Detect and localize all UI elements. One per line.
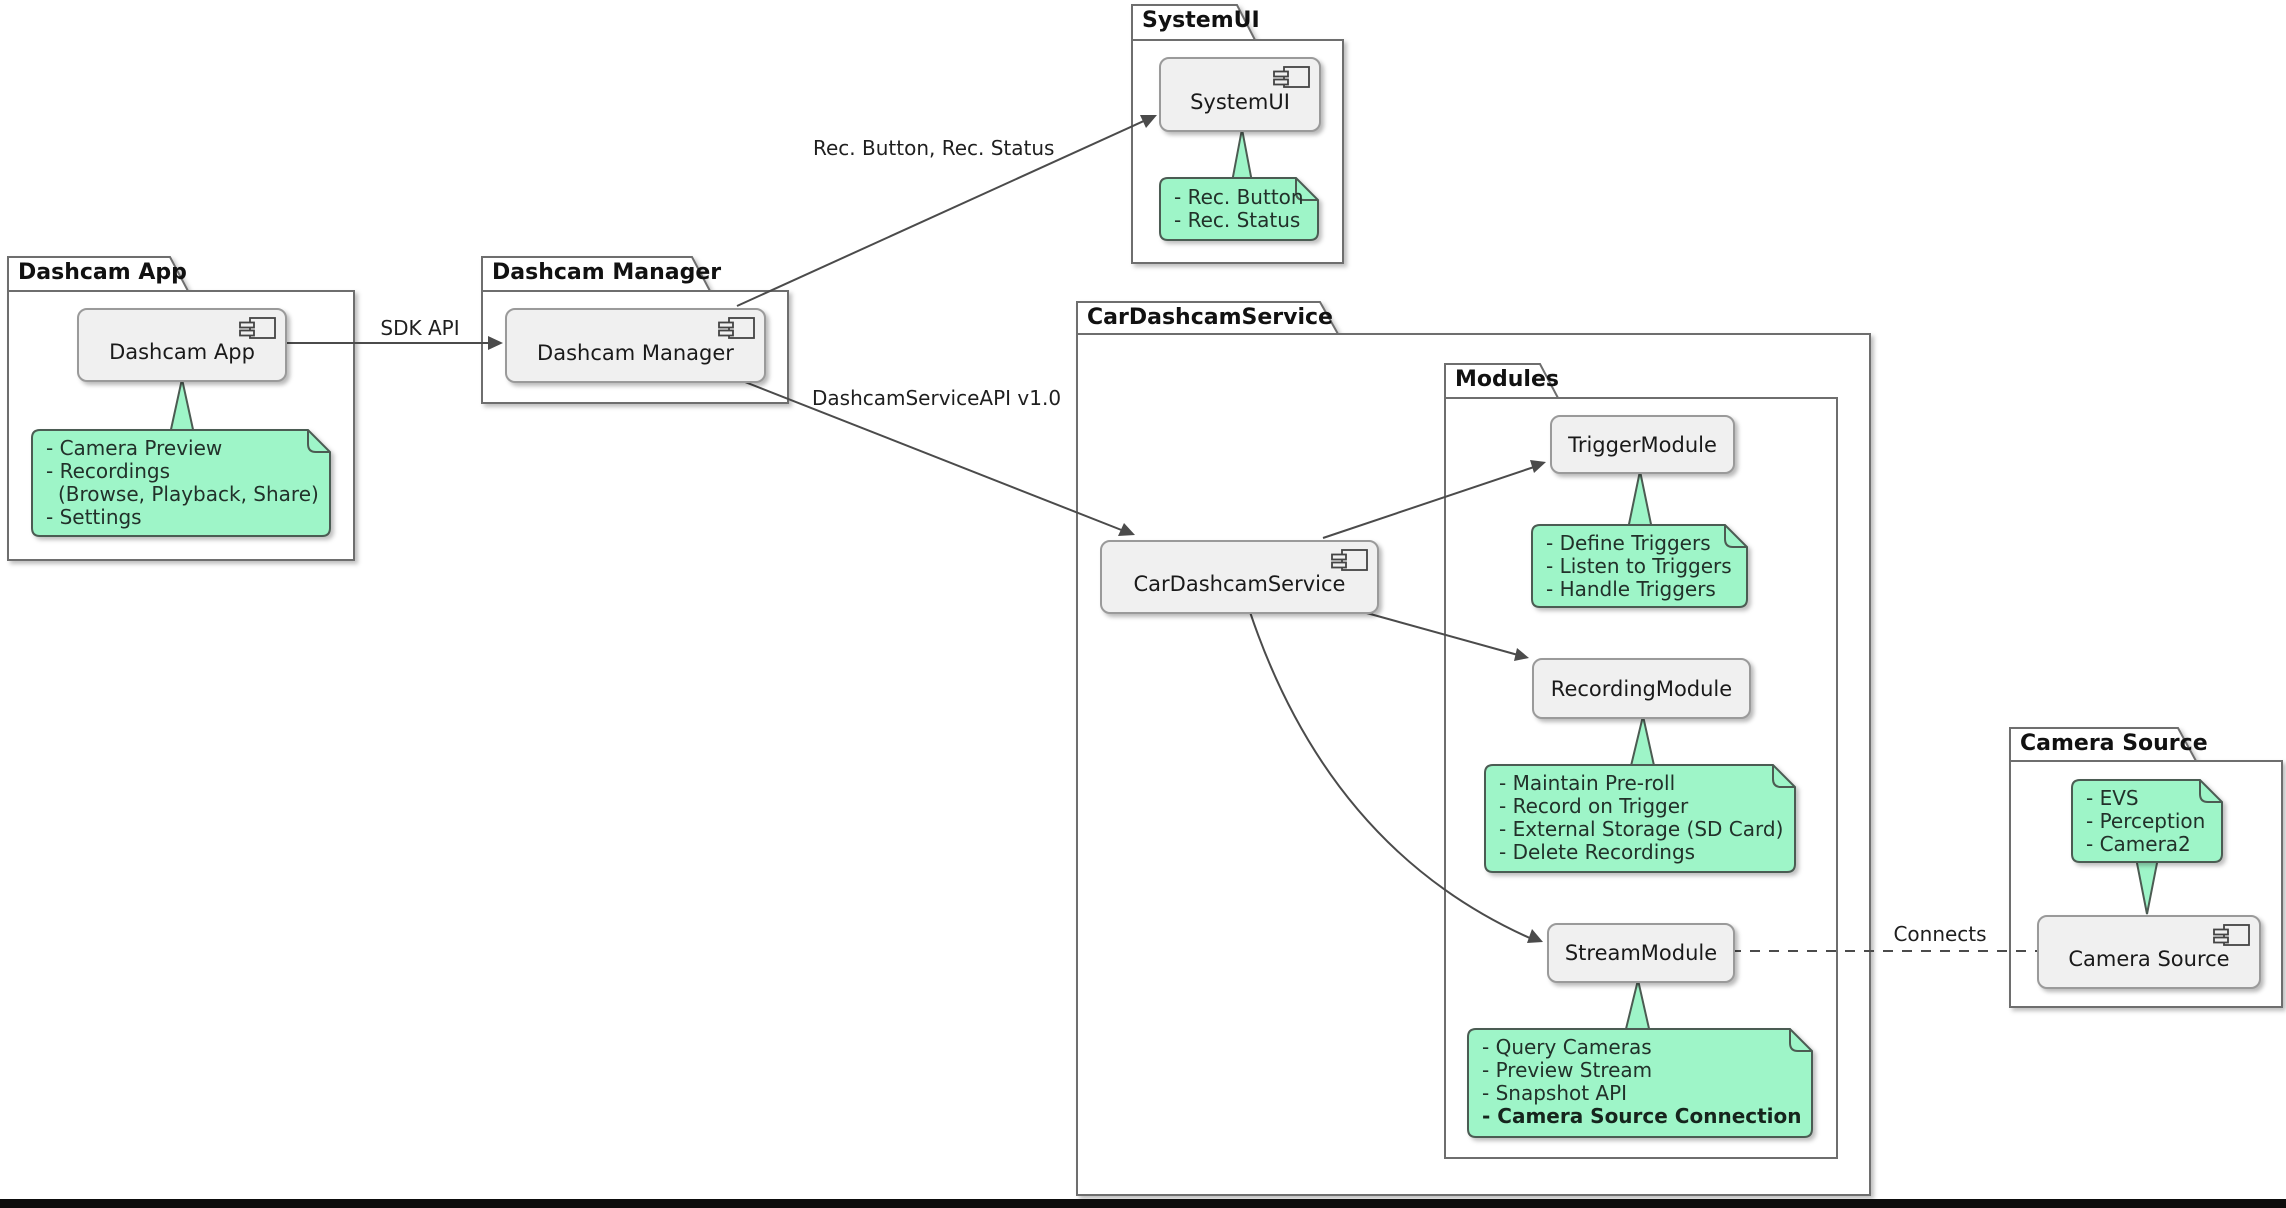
edge-label-rec-button-status: Rec. Button, Rec. Status [813,136,1055,160]
note-line: - Settings [46,505,142,529]
note-stream [1467,1028,1813,1138]
note-fold-icon [307,430,330,453]
note-text-camera-source: - EVS - Perception - Camera2 [2086,787,2205,856]
note-fold-icon [1789,1029,1812,1052]
uml-component-icon [1331,549,1368,571]
note-line: - Rec. Button [1174,185,1304,209]
note-text-systemui: - Rec. Button - Rec. Status [1174,186,1304,232]
note-line: - Camera Preview [46,436,223,460]
connector-manager-to-service [739,379,1125,532]
note-line: - Record on Trigger [1499,794,1689,818]
package-title-modules: Modules [1455,367,1559,392]
component-camera-source: Camera Source [2037,915,2261,989]
note-trigger [1531,524,1748,608]
component-label-trigger-module: TriggerModule [1568,432,1717,457]
connector-service-to-stream [1249,611,1533,940]
package-title-systemui: SystemUI [1142,8,1260,33]
note-line: - Recordings [46,459,171,483]
note-line: - Preview Stream [1482,1058,1653,1082]
arrowhead-manager [488,336,503,350]
note-camera-source [2071,779,2223,863]
note-fold-icon [1724,525,1747,548]
note-line: - Snapshot API [1482,1081,1628,1105]
uml-component-icon [239,317,276,339]
note-systemui [1159,177,1319,241]
package-title-cardashcamservice: CarDashcamService [1087,305,1333,330]
note-fold-icon [1772,765,1795,788]
note-line: - Camera Source Connection [1482,1104,1802,1128]
edge-label-sdk-api: SDK API [380,316,460,340]
note-fold-icon [2199,780,2222,803]
note-line: - External Storage (SD Card) [1499,817,1784,841]
arrowhead-stream [1527,929,1543,943]
connector-service-to-trigger [1322,466,1535,539]
connector-service-to-recording [1362,611,1519,656]
note-line: (Browse, Playback, Share) [58,482,319,506]
component-label-stream-module: StreamModule [1564,941,1718,965]
note-line: - Listen to Triggers [1546,554,1732,578]
note-line: - Define Triggers [1546,531,1711,555]
component-label-recording-module: RecordingModule [1550,676,1733,701]
note-dashcam-app [31,429,331,537]
note-line: - EVS [2086,786,2139,810]
note-recording [1484,764,1796,873]
arrowhead-recording [1514,648,1529,661]
connector-manager-to-systemui [736,119,1147,307]
note-text-trigger: - Define Triggers - Listen to Triggers -… [1546,532,1732,601]
uml-component-icon [2213,924,2250,946]
component-cardashcamservice: CarDashcamService [1100,540,1379,614]
note-line: - Maintain Pre-roll [1499,771,1676,795]
arrowhead-service [1118,523,1135,536]
edge-label-dashcamserviceapi: DashcamServiceAPI v1.0 [812,386,1062,410]
component-stream-module: StreamModule [1547,923,1735,983]
note-line: - Query Cameras [1482,1035,1652,1059]
note-text-dashcam-app: - Camera Preview - Recordings (Browse, P… [46,437,319,529]
component-dashcam-app: Dashcam App [77,308,287,382]
note-text-stream: - Query Cameras - Preview Stream - Snaps… [1482,1036,1802,1128]
note-line: - Delete Recordings [1499,840,1696,864]
component-label-systemui: SystemUI [1190,89,1290,114]
note-line: - Rec. Status [1174,208,1301,232]
edge-label-connects: Connects [1893,922,1987,946]
component-systemui: SystemUI [1159,57,1321,132]
component-label-cardashcamservice: CarDashcamService [1133,572,1346,596]
bottom-bar [0,1199,2286,1208]
arrowhead-systemui [1140,115,1157,128]
arrowhead-trigger [1530,460,1546,473]
note-fold-icon [1295,178,1318,201]
uml-component-icon [1273,66,1310,88]
component-recording-module: RecordingModule [1532,658,1751,719]
package-title-dashcam-manager: Dashcam Manager [492,260,722,285]
package-title-dashcam-app: Dashcam App [18,260,187,285]
uml-component-icon [718,317,755,339]
note-line: - Handle Triggers [1546,577,1716,601]
note-text-recording: - Maintain Pre-roll - Record on Trigger … [1499,772,1783,864]
note-line: - Camera2 [2086,832,2191,856]
note-line: - Perception [2086,809,2206,833]
package-title-camera-source: Camera Source [2020,731,2208,756]
component-label-dashcam-app: Dashcam App [109,340,255,364]
component-label-dashcam-manager: Dashcam Manager [537,340,734,365]
component-dashcam-manager: Dashcam Manager [505,308,766,383]
component-trigger-module: TriggerModule [1550,415,1735,474]
component-label-camera-source: Camera Source [2068,947,2230,971]
